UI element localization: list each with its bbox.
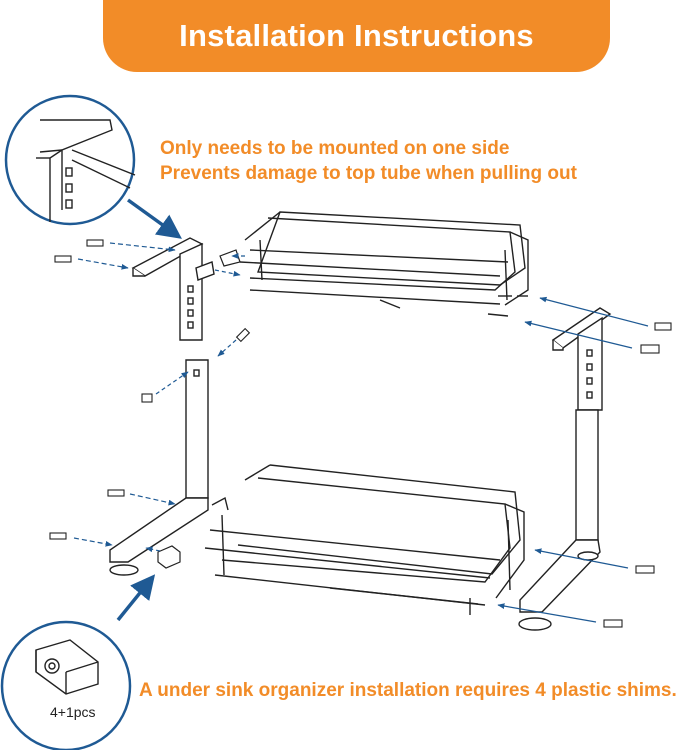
detail-pointer-arrow [126,198,182,239]
lower-basket [204,464,525,615]
shim-note: A under sink organizer installation requ… [139,680,677,701]
mounting-note-line-1: Only needs to be mounted on one side [160,138,510,159]
shim-quantity-label: 4+1pcs [50,704,96,720]
screws-lower-right [603,565,655,628]
screws-mid-left [141,327,251,403]
title-banner: Installation Instructions [103,0,610,72]
bracket-detail-circle [4,94,136,226]
page-title: Installation Instructions [179,18,534,53]
screws-upper-left [54,239,104,263]
screws-lower-left [49,489,125,540]
screws-upper-right [640,322,672,354]
mounting-note: Only needs to be mounted on one side Pre… [160,136,577,186]
upper-right-bracket [551,307,612,411]
mounting-note-line-2: Prevents damage to top tube when pulling… [160,163,577,184]
upper-left-bracket [131,237,215,341]
upper-basket [239,211,529,317]
shim-detail-circle [0,620,132,750]
shim-icon [35,639,99,695]
lower-right-leg [518,409,601,631]
lower-left-leg [109,359,209,576]
plastic-shim [157,545,181,569]
shim-pointer-arrow [116,574,156,622]
